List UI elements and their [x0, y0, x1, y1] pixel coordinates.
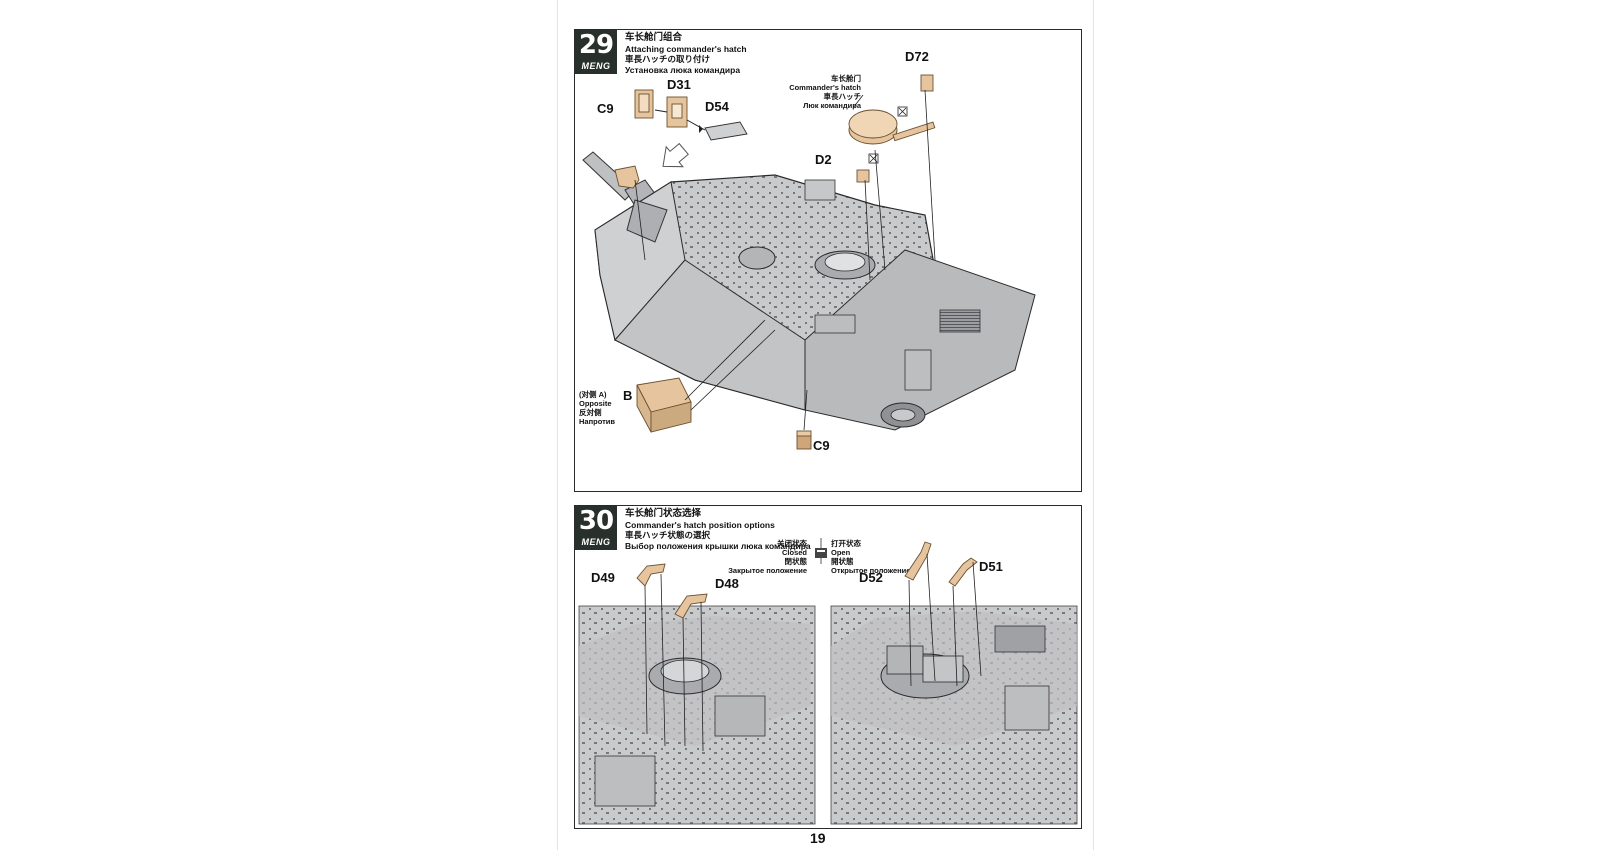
label-d49: D49 [591, 570, 615, 585]
step-29-number: 29 [578, 30, 614, 60]
open-ru: Открытое положение [831, 566, 911, 575]
step-30-panel: 30 MENG 车长舱门状态选择 Commander's hatch posit… [574, 505, 1082, 829]
page-number: 19 [810, 830, 826, 846]
page-edge-right [1093, 0, 1094, 850]
open-zh: 打开状态 [831, 539, 861, 548]
closed-en: Closed [781, 548, 807, 557]
step-30-badge: 30 MENG [575, 506, 617, 550]
label-d31: D31 [667, 77, 691, 92]
closed-option-label: 关闭状态 Closed 閉状態 Закрытое положение [715, 539, 807, 575]
step-29-titles: 车长舱门组合 Attaching commander's hatch 車長ハッチ… [625, 32, 747, 75]
open-ja: 開状態 [831, 557, 854, 566]
step-30-brand: MENG [581, 537, 611, 547]
label-d72: D72 [905, 49, 929, 64]
hatch-callout-zh: 车长舱门 [831, 74, 861, 83]
part-commanders-hatch [848, 74, 936, 183]
step-29-title-zh: 车长舱门组合 [625, 32, 683, 43]
step-30-title-ja: 車長ハッチ状態の選択 [625, 530, 711, 540]
hatch-callout: 车长舱门 Commander's hatch 車長ハッチ Люк команди… [765, 74, 861, 110]
hatch-callout-en: Commander's hatch [789, 83, 861, 92]
page-edge-left [557, 0, 558, 850]
step-30-title-en: Commander's hatch position options [625, 519, 775, 530]
part-d52 [904, 541, 932, 581]
step-29-title-en: Attaching commander's hatch [625, 43, 747, 54]
part-c9-bottom [796, 430, 812, 450]
step-29-title-ja: 車長ハッチの取り付け [625, 54, 711, 64]
label-d2: D2 [815, 152, 832, 167]
label-d52: D52 [859, 570, 883, 585]
label-c9-top: C9 [597, 101, 614, 116]
closed-zh: 关闭状态 [777, 539, 807, 548]
label-b: B [623, 388, 633, 403]
opposite-callout: (对侧 A) Opposite 反対側 Напротив [579, 390, 615, 426]
step-29-brand: MENG [581, 61, 611, 71]
open-option-label: 打开状态 Open 開状態 Открытое положение [831, 539, 910, 575]
closed-ja: 閉状態 [784, 557, 808, 566]
hatch-callout-ru: Люк командира [803, 101, 861, 110]
opposite-callout-ja: 反対側 [579, 408, 602, 417]
option-icon [815, 548, 827, 558]
step-29-illustration [582, 74, 1036, 450]
part-d51 [948, 557, 978, 587]
closed-ru: Закрытое положение [728, 566, 807, 575]
open-en: Open [831, 548, 851, 557]
opposite-callout-en: Opposite [579, 399, 612, 408]
step-30-title-ru: Выбор положения крышки люка командира [625, 540, 811, 551]
opposite-callout-zh: (对侧 A) [579, 390, 607, 399]
step-30-title-zh: 车长舱门状态选择 [625, 508, 702, 519]
label-d54: D54 [705, 99, 729, 114]
step-29-panel: 29 MENG 车长舱门组合 Attaching commander's hat… [574, 29, 1082, 492]
label-d51: D51 [979, 559, 1003, 574]
part-small-turret [614, 165, 640, 189]
opposite-callout-ru: Напротив [579, 417, 615, 426]
step-29-badge: 29 MENG [575, 30, 617, 74]
part-c9-top [634, 89, 654, 119]
step-29-title-ru: Установка люка командира [625, 64, 741, 75]
part-b [636, 377, 692, 433]
label-d48: D48 [715, 576, 739, 591]
step-30-titles: 车长舱门状态选择 Commander's hatch position opti… [625, 508, 811, 551]
step-30-number: 30 [578, 506, 614, 536]
label-c9-bottom: C9 [813, 438, 830, 453]
part-d54 [704, 121, 748, 141]
step-30-illustration [578, 538, 1078, 825]
hatch-callout-ja: 車長ハッチ [823, 92, 862, 101]
part-d31 [666, 96, 688, 128]
